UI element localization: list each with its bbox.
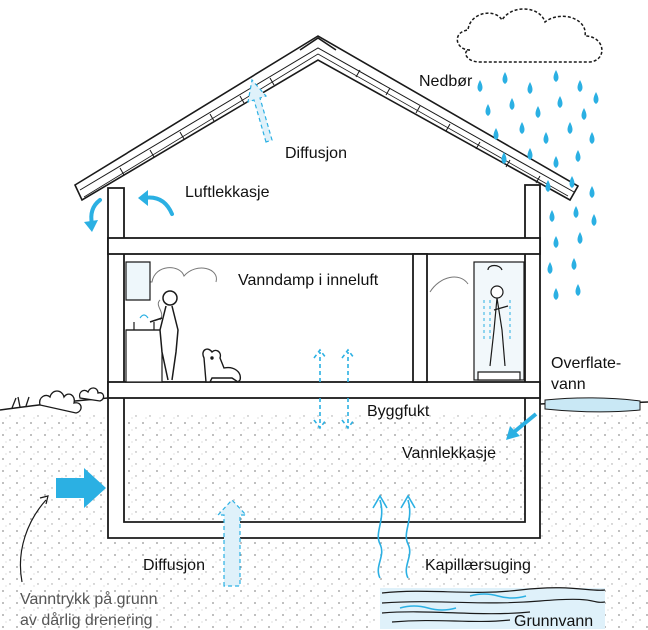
rain-drops bbox=[477, 70, 599, 300]
label-vanntrykk-line1: Vanntrykk på grunn bbox=[20, 591, 158, 608]
label-luftlekkasje: Luftlekkasje bbox=[185, 184, 270, 201]
air-leakage-arrows bbox=[89, 195, 174, 226]
rain-drop-icon bbox=[593, 92, 599, 104]
rain-drop-icon bbox=[581, 108, 587, 120]
cloud-icon bbox=[456, 8, 603, 63]
label-overflatevann-line1: Overflate- bbox=[551, 355, 622, 372]
rain-drop-icon bbox=[571, 258, 577, 270]
label-overflatevann-line2: vann bbox=[551, 376, 586, 393]
rain-drop-icon bbox=[527, 82, 533, 94]
label-kapillaersuging: Kapillærsuging bbox=[425, 557, 531, 574]
rain-drop-icon bbox=[502, 72, 508, 84]
rain-drop-icon bbox=[591, 214, 597, 226]
rain-drop-icon bbox=[485, 104, 491, 116]
label-vanntrykk-line2: av dårlig drenering bbox=[20, 612, 153, 629]
rain-drop-icon bbox=[575, 284, 581, 296]
water-leakage-arrow bbox=[506, 412, 538, 440]
rain-drop-icon bbox=[543, 132, 549, 144]
rain-drop-icon bbox=[553, 70, 559, 82]
label-grunnvann: Grunnvann bbox=[514, 613, 594, 630]
rain-drop-icon bbox=[547, 262, 553, 274]
rain-drop-icon bbox=[519, 122, 525, 134]
diffusion-floor-arrow bbox=[216, 499, 248, 587]
moisture-flow-arrows bbox=[313, 348, 355, 430]
groundwater-lines bbox=[380, 587, 606, 629]
diffusion-roof-arrow bbox=[247, 78, 273, 143]
rain-drop-icon bbox=[545, 180, 551, 192]
callout-line bbox=[19, 495, 49, 583]
roof bbox=[73, 35, 580, 202]
rain-drop-icon bbox=[577, 232, 583, 244]
rain-drop-icon bbox=[527, 148, 533, 160]
person-cooking bbox=[149, 290, 179, 381]
rain-drop-icon bbox=[567, 122, 573, 134]
rain-drop-icon bbox=[501, 152, 507, 164]
surface-water bbox=[544, 397, 641, 413]
water-pressure-arrow bbox=[56, 468, 106, 508]
rain-drop-icon bbox=[589, 186, 595, 198]
label-diffusjon-ground: Diffusjon bbox=[143, 557, 205, 574]
label-nedbor: Nedbør bbox=[419, 73, 473, 90]
rain-drop-icon bbox=[553, 236, 559, 248]
label-vanndamp: Vanndamp i inneluft bbox=[238, 272, 379, 289]
rain-drop-icon bbox=[577, 80, 583, 92]
rain-drop-icon bbox=[589, 132, 595, 144]
capillary-suction-arrows bbox=[372, 494, 416, 579]
shrub-icon bbox=[11, 387, 105, 414]
kitchen bbox=[125, 261, 163, 383]
rain-drop-icon bbox=[509, 98, 515, 110]
rain-drop-icon bbox=[575, 150, 581, 162]
rain-drop-icon bbox=[477, 80, 483, 92]
label-vannlekkasje: Vannlekkasje bbox=[402, 445, 496, 462]
rain-drop-icon bbox=[493, 128, 499, 140]
rain-drop-icon bbox=[535, 106, 541, 118]
rain-drop-icon bbox=[573, 206, 579, 218]
label-byggfukt: Byggfukt bbox=[367, 403, 430, 420]
rain-drop-icon bbox=[557, 96, 563, 108]
rain-drop-icon bbox=[549, 210, 555, 222]
rain-drop-icon bbox=[569, 176, 575, 188]
dog-icon bbox=[202, 348, 241, 383]
house-structure bbox=[107, 184, 541, 539]
rain-drop-icon bbox=[553, 156, 559, 168]
rain-drop-icon bbox=[553, 288, 559, 300]
label-diffusjon-roof: Diffusjon bbox=[285, 145, 347, 162]
shower bbox=[473, 261, 525, 381]
